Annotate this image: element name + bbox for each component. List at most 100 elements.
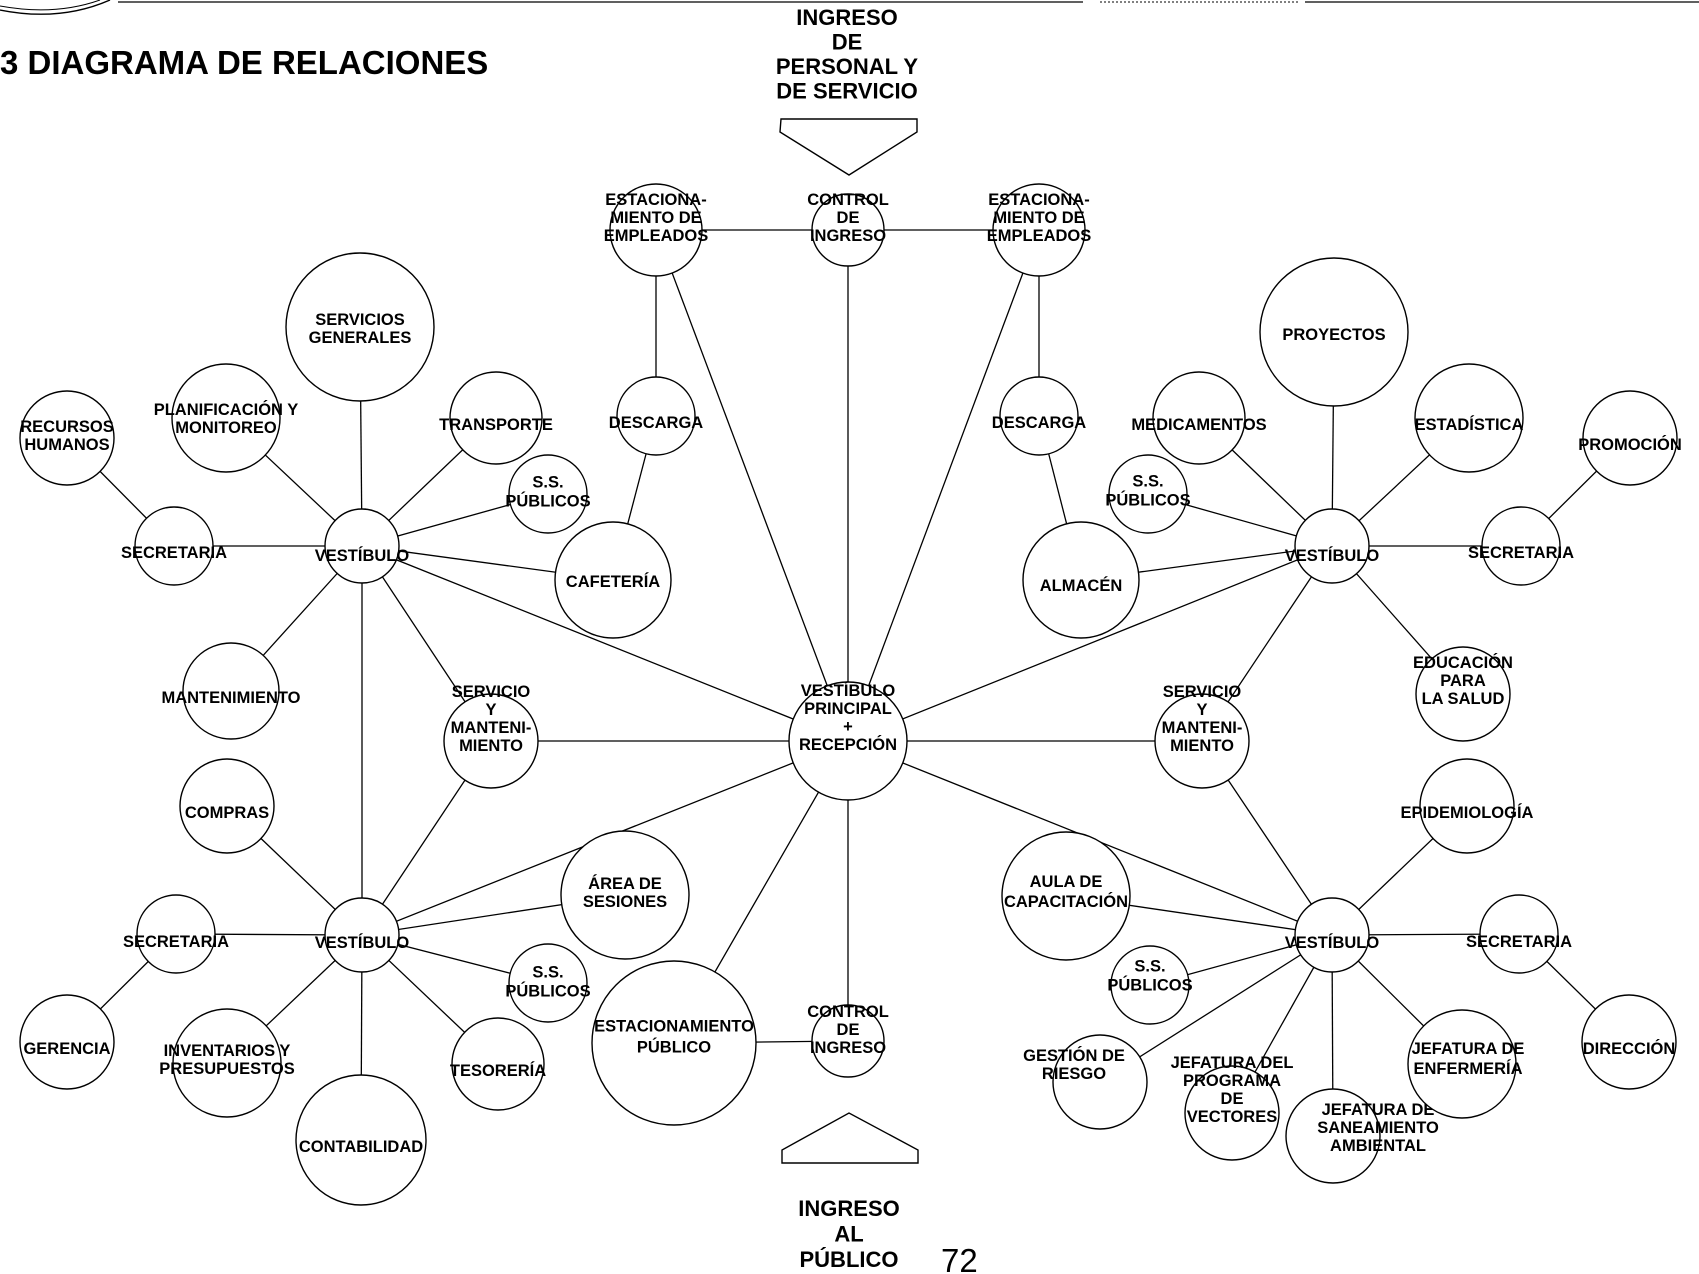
node-contab: CONTABILIDAD — [295, 1074, 427, 1206]
node-label: SECRETARIA — [121, 544, 227, 562]
node-desc_r: DESCARGA — [992, 376, 1087, 456]
node-circle — [179, 758, 275, 854]
node-label: DIRECCIÓN — [1583, 1039, 1676, 1058]
edge-center-vtr — [847, 545, 1333, 742]
node-circle — [19, 994, 115, 1090]
edge-center-est_emp_l — [655, 229, 849, 742]
node-circle — [449, 371, 543, 465]
node-ss_tr: S.S.PÚBLICOS — [1105, 454, 1191, 534]
node-epid: EPIDEMIOLOGÍA — [1401, 758, 1534, 854]
node-label: S.S.PÚBLICOS — [1105, 473, 1190, 510]
node-circle — [1001, 831, 1131, 961]
node-vbr: VESTÍBULO — [1285, 897, 1380, 973]
node-almacen: ALMACÉN — [1022, 521, 1140, 639]
node-circle — [1259, 257, 1409, 407]
node-gerencia: GERENCIA — [19, 994, 115, 1090]
node-ss_br: S.S.PÚBLICOS — [1107, 945, 1193, 1025]
node-label: DESCARGA — [992, 414, 1087, 432]
node-circle — [1415, 646, 1511, 742]
node-vtr: VESTÍBULO — [1285, 508, 1380, 584]
node-label: TESORERÍA — [450, 1061, 546, 1080]
node-circle — [172, 1008, 282, 1118]
node-mant: MANTENIMIENTO — [161, 642, 301, 740]
node-circle — [1108, 454, 1188, 534]
node-circle — [1414, 363, 1524, 473]
node-circle — [591, 960, 757, 1126]
node-label: S.S.PÚBLICOS — [505, 474, 590, 511]
node-circle — [992, 183, 1086, 277]
node-circle — [295, 1074, 427, 1206]
node-circle — [1154, 693, 1250, 789]
node-circle — [616, 376, 696, 456]
node-direc: DIRECCIÓN — [1581, 994, 1677, 1090]
node-label: VESTÍBULO — [1285, 546, 1380, 565]
node-cafeteria: CAFETERÍA — [554, 521, 672, 639]
node-circle — [1152, 371, 1246, 465]
node-circle — [560, 830, 690, 960]
page-number: 72 — [941, 1242, 978, 1274]
node-estad: ESTADÍSTICA — [1414, 363, 1524, 473]
node-ss_bl: S.S.PÚBLICOS — [505, 943, 591, 1023]
node-label: SECRETARIA — [1468, 544, 1574, 562]
node-secr_tr: SECRETARIA — [1468, 506, 1574, 586]
node-circle — [1110, 945, 1190, 1025]
node-circle — [1582, 390, 1678, 486]
node-circle — [1294, 508, 1370, 584]
node-circle — [324, 897, 400, 973]
node-circle — [1481, 506, 1561, 586]
node-circle — [136, 894, 216, 974]
node-ss_tl: S.S.PÚBLICOS — [505, 454, 591, 534]
entry-arrow-down-icon — [779, 118, 918, 176]
node-label: TRANSPORTE — [439, 416, 553, 434]
node-label: CAFETERÍA — [566, 572, 661, 591]
node-circle — [171, 363, 281, 473]
node-circle — [1479, 894, 1559, 974]
node-secr_br: SECRETARIA — [1466, 894, 1572, 974]
node-label: S.S.PÚBLICOS — [505, 964, 590, 1001]
node-circle — [1419, 758, 1515, 854]
node-circle — [508, 454, 588, 534]
node-circle — [609, 183, 703, 277]
node-label: VESTÍBULO — [315, 546, 410, 565]
node-circle — [19, 390, 115, 486]
node-circle — [1294, 897, 1370, 973]
node-label: VESTÍBULO — [1285, 933, 1380, 952]
node-proy: PROYECTOS — [1259, 257, 1409, 407]
node-circle — [285, 252, 435, 402]
node-circle — [182, 642, 280, 740]
node-label: PROMOCIÓN — [1578, 435, 1682, 454]
node-label: ESTADÍSTICA — [1415, 415, 1524, 434]
node-circle — [1184, 1065, 1280, 1161]
node-label: SECRETARIA — [123, 933, 229, 951]
node-secr_bl: SECRETARIA — [123, 894, 229, 974]
